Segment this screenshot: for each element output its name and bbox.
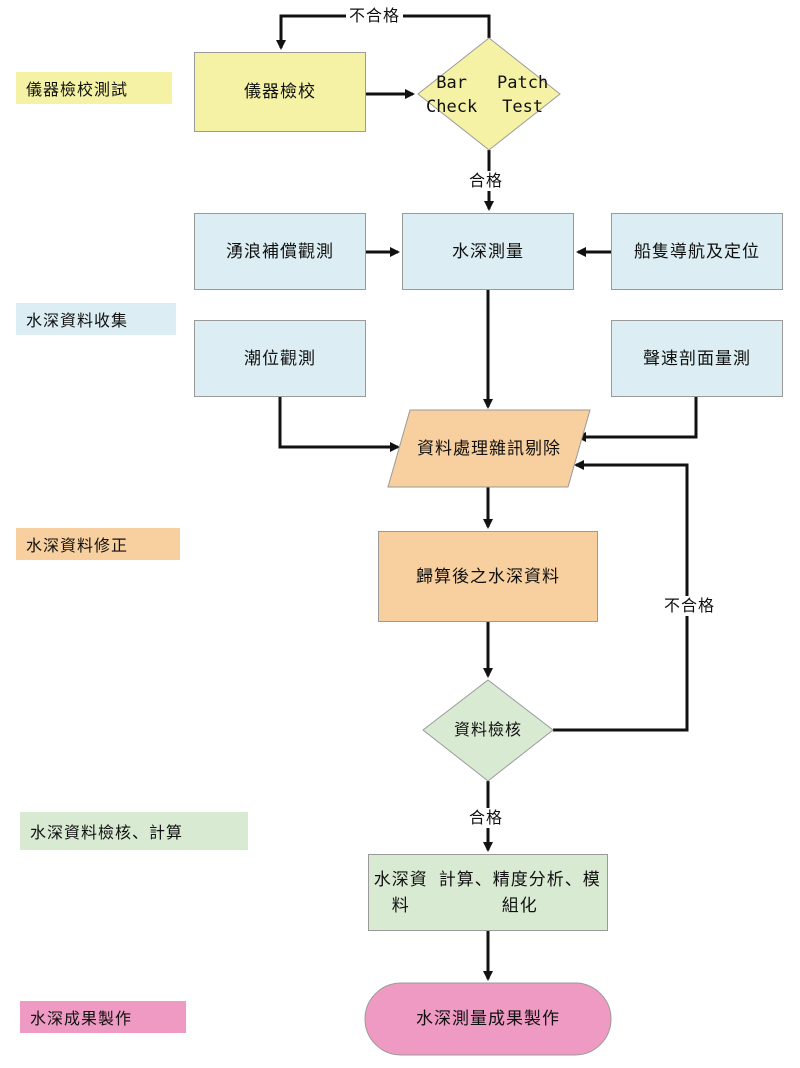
depth-data-box: 水深資料 計算、精度分析、模組化 — [368, 854, 608, 931]
reduced-depth-box: 歸算後之水深資料 — [378, 531, 598, 622]
stage-check-label: 水深資料檢核、計算 — [20, 812, 248, 850]
tide-to-processing-arrow — [278, 397, 400, 452]
data-check-text: 資料檢核 — [453, 720, 522, 739]
depth-survey-box: 水深測量 — [402, 213, 574, 290]
processing-line1: 資料處理 — [417, 439, 489, 459]
tide-observation-box: 潮位觀測 — [194, 320, 366, 397]
depth-data-line2: 計算、精度分析、模組化 — [438, 869, 601, 916]
bar-check-line2: Patch Test — [497, 73, 549, 117]
sound-velocity-box: 聲速剖面量測 — [611, 320, 783, 397]
processing-line2: 雜訊剔除 — [489, 439, 561, 459]
instrument-calibration-box: 儀器檢校 — [194, 52, 366, 132]
pass-top-label: 合格 — [466, 171, 507, 191]
stage-product-label: 水深成果製作 — [20, 1001, 186, 1033]
heave-observation-box: 湧浪補償觀測 — [194, 213, 366, 290]
bar-check-text: Bar Check Patch Test — [418, 70, 560, 120]
depth-data-line1: 水深資料 — [373, 869, 428, 916]
final-product-pill — [364, 982, 612, 1056]
bar-check-line1: Bar Check — [426, 73, 478, 117]
processing-parallelogram — [387, 409, 591, 488]
fail-right-label: 不合格 — [661, 596, 719, 616]
navigation-box: 船隻導航及定位 — [611, 213, 783, 290]
stage-collection-label: 水深資料收集 — [16, 303, 176, 335]
data-check-diamond — [422, 679, 554, 782]
final-product-text: 水深測量成果製作 — [416, 1009, 560, 1029]
bar-check-diamond — [417, 37, 561, 151]
fail-top-label: 不合格 — [346, 6, 404, 26]
stage-correction-label: 水深資料修正 — [16, 528, 180, 560]
stage-calibration-label: 儀器檢校測試 — [16, 72, 172, 104]
pass-bottom-label: 合格 — [466, 808, 507, 828]
processing-text: 資料處理 雜訊剔除 — [410, 420, 568, 478]
sound-to-processing-arrow — [576, 397, 698, 442]
